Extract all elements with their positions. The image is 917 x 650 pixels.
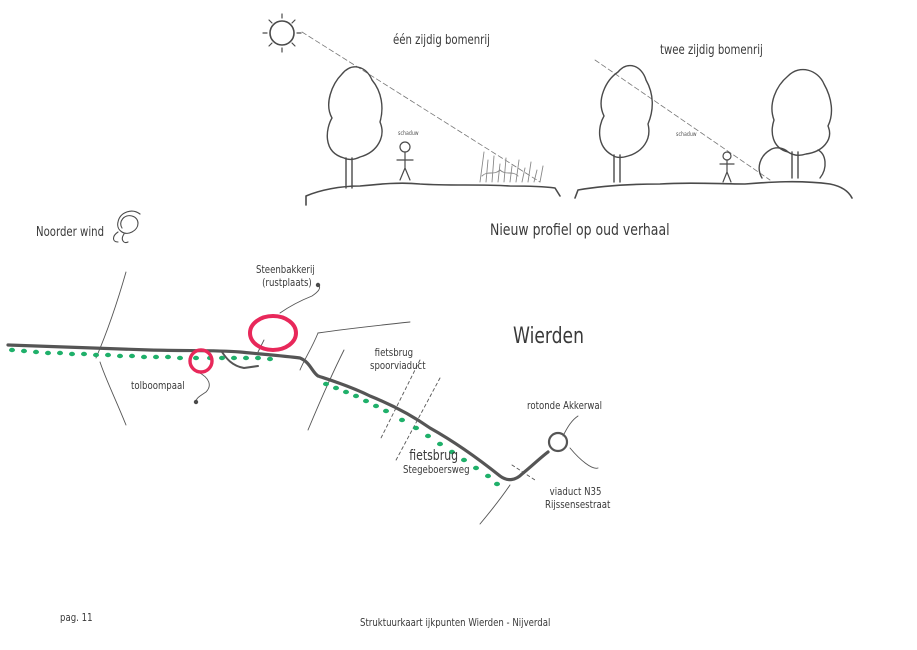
- town-label: Wierden: [513, 324, 585, 349]
- ground-left-profile: [305, 182, 561, 206]
- footer-title: Struktuurkaart ijkpunten Wierden - Nijve…: [360, 616, 551, 629]
- viaduct-n35-label: viaduct N35 Rijssensestraat: [545, 485, 611, 511]
- tolboompaal-marker: [188, 348, 214, 374]
- fietsbrug-spoorviaduct-line1: fietsbrug: [374, 346, 414, 359]
- fietsbrug-stegeboersweg-line2: Stegeboersweg: [403, 463, 470, 477]
- steenbakkerij-label: Steenbakkerij (rustplaats): [256, 263, 315, 289]
- left-shadow-label: schaduw: [398, 130, 419, 137]
- viaduct-n35-line1: viaduct N35: [549, 485, 602, 498]
- steenbakkerij-label-line2: (rustplaats): [262, 275, 312, 289]
- ground-right-profile: [574, 180, 853, 199]
- left-profile-title: één zijdig bomenrij: [393, 33, 490, 48]
- tree-right-profile-left: [598, 64, 653, 183]
- tolboompaal-label: tolboompaal: [131, 379, 185, 392]
- right-profile-title: twee zijdig bomenrij: [660, 43, 763, 58]
- label-pointers: [193, 282, 321, 405]
- wind-spiral-icon: [112, 210, 141, 244]
- map-side-roads: [95, 271, 599, 525]
- route-side-branch: [221, 351, 259, 369]
- person-right-figure: [719, 151, 735, 183]
- sun-ray-line-right: [594, 59, 771, 181]
- north-wind-label: Noorder wind: [36, 225, 105, 240]
- fietsbrug-stegeboersweg-line1: fietsbrug: [409, 448, 459, 464]
- rotonde-akkerwal-label: rotonde Akkerwal: [527, 399, 603, 412]
- steenbakkerij-label-line1: Steenbakkerij: [256, 263, 315, 276]
- page-number: pag. 11: [60, 611, 93, 624]
- right-shadow-label: schaduw: [676, 131, 697, 138]
- sun-icon: [262, 13, 302, 53]
- rotonde-icon: [547, 431, 569, 453]
- tree-left-profile: [326, 66, 383, 189]
- viaduct-n35-line2: Rijssensestraat: [545, 497, 611, 511]
- shadow-grass: [479, 151, 544, 183]
- sun-ray-line: [301, 31, 541, 183]
- fietsbrug-stegeboersweg-label: fietsbrug Stegeboersweg: [403, 448, 470, 477]
- fietsbrug-spoorviaduct-line2: spoorviaduct: [370, 358, 426, 372]
- profiles-caption: Nieuw profiel op oud verhaal: [490, 220, 670, 239]
- main-route-line: [6, 343, 550, 482]
- steenbakkerij-marker: [248, 314, 298, 352]
- person-left-figure: [396, 141, 414, 181]
- fietsbrug-spoorviaduct-label: fietsbrug spoorviaduct: [370, 346, 426, 372]
- tree-right-profile-right: [758, 68, 833, 179]
